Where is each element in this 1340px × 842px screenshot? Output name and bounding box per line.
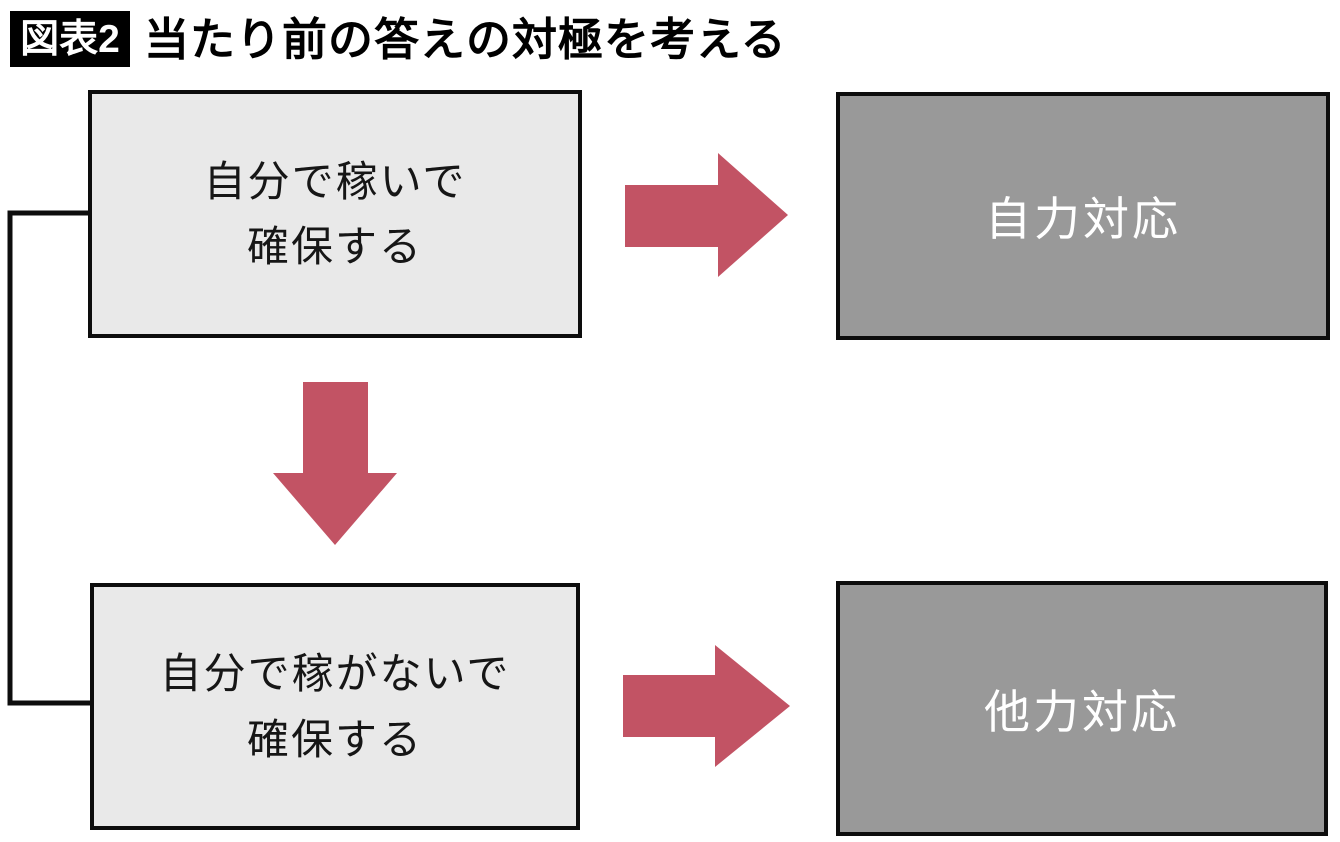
result-box-self-reliant-response: 自力対応 [836, 92, 1330, 340]
arrow-down-icon [273, 382, 397, 545]
result-box-label: 自力対応 [985, 193, 1181, 245]
arrow-right-bottom-icon [623, 645, 790, 767]
premise-box-line: 自分で稼いで [203, 157, 467, 205]
result-box-other-reliant-response: 他力対応 [836, 581, 1328, 836]
premise-box-secure-without-earning: 自分で稼がないで 確保する [90, 583, 580, 830]
result-box-label: 他力対応 [984, 685, 1180, 738]
figure-number-badge: 図表2 [10, 11, 130, 67]
premise-box-line: 確保する [246, 715, 423, 763]
premise-box-line: 自分で稼がないで [159, 650, 511, 698]
premise-box-earn-by-self: 自分で稼いで 確保する [88, 90, 582, 338]
arrow-right-top-icon [625, 153, 788, 277]
bracket-connector-line [7, 210, 92, 706]
figure-title: 当たり前の答えの対極を考える [144, 13, 787, 65]
figure-header: 図表2 当たり前の答えの対極を考える [10, 10, 787, 68]
premise-box-line: 確保する [246, 223, 423, 270]
